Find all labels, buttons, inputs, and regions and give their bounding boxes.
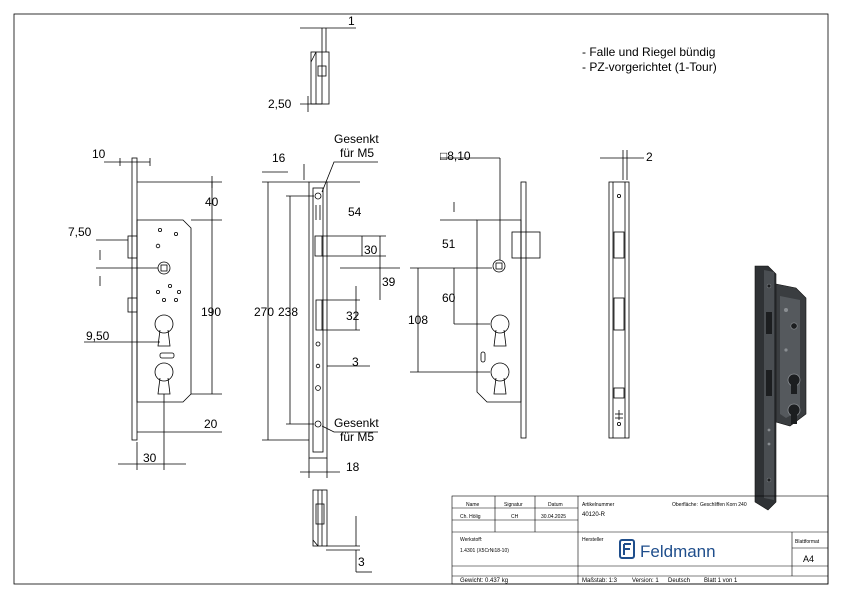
tb-name-value: Ch. Hölig [460,514,481,520]
title-block [451,495,829,585]
dim-front-bolt-height: 32 [346,309,360,323]
dim-front-total: 270 [254,305,274,319]
tb-sheet: Blatt 1 von 1 [704,578,738,584]
tb-signature-value: CH [511,514,519,520]
tb-scale: Maßstab: 1:3 [582,578,618,584]
dim-side-thickness: 2 [646,150,653,164]
tb-article-value: 40120-R [582,512,606,518]
dim-front-latch: 54 [348,205,362,219]
dim-left-width: 10 [92,147,106,161]
dim-front-plate-width: 3 [352,355,359,369]
note-pz: - PZ-vorgerichtet (1-Tour) [582,60,717,74]
note-flush: - Falle und Riegel bündig [582,45,715,59]
tb-surface-value: Geschliffen Korn 240 [700,502,747,508]
dim-right-square: □8,10 [440,149,471,163]
lock-3d-render [754,265,807,511]
tb-sheet-format-label: Blattformat [795,539,820,545]
dim-left-latch: 7,50 [68,225,92,239]
callout-bottom-line1: Gesenkt [334,416,379,430]
tb-version: Version: 1 [632,578,659,584]
dim-right-spacing: 60 [442,291,456,305]
dim-top-offset: 2,50 [268,97,292,111]
callout-top-line2: für M5 [340,146,374,160]
dim-left-top: 40 [205,195,219,209]
dim-front-hole-spacing: 238 [278,305,298,319]
bottom-view [312,489,372,573]
tb-surface-label: Oberfläche: [672,502,698,508]
tb-col-signature: Signatur [504,502,523,508]
tb-manufacturer-label: Hersteller [582,537,604,543]
callout-bottom-line2: für M5 [340,430,374,444]
feldmann-logo [619,539,635,559]
tb-date-value: 30.04.2025 [541,514,566,520]
tb-language: Deutsch [668,578,690,584]
dim-front-latch-height: 30 [364,243,378,257]
dim-right-top: 51 [442,237,456,251]
tb-col-name: Name [466,502,480,508]
side-view [600,150,644,439]
dim-left-cylinder-edge: 9,50 [86,329,110,343]
dim-left-height: 190 [201,305,221,319]
dim-right-pz: 108 [408,313,428,327]
dim-front-flange: 16 [272,151,286,165]
right-view [410,157,541,439]
dim-left-backset: 30 [143,451,157,465]
top-view [300,27,356,112]
dim-bottom-plate: 3 [358,555,365,569]
tb-material-value: 1.4301 (X5CrNi18-10) [460,548,509,554]
dim-left-bottom: 20 [204,417,218,431]
sheet-border [13,13,829,585]
tb-sheet-format-value: A4 [803,554,814,564]
tb-article-label: Artikelnummer [582,502,615,508]
dim-front-bottom-width: 18 [346,460,360,474]
dim-front-bolt-offset: 39 [382,275,396,289]
front-view [262,161,400,478]
brand-name: Feldmann [640,542,716,561]
callout-top-line1: Gesenkt [334,132,379,146]
left-view [84,157,222,470]
tb-weight: Gewicht: 0.437 kg [460,578,508,584]
tb-material-label: Werkstoff: [460,537,482,543]
tb-col-date: Datum [548,502,563,508]
dim-top-thickness: 1 [348,14,355,28]
